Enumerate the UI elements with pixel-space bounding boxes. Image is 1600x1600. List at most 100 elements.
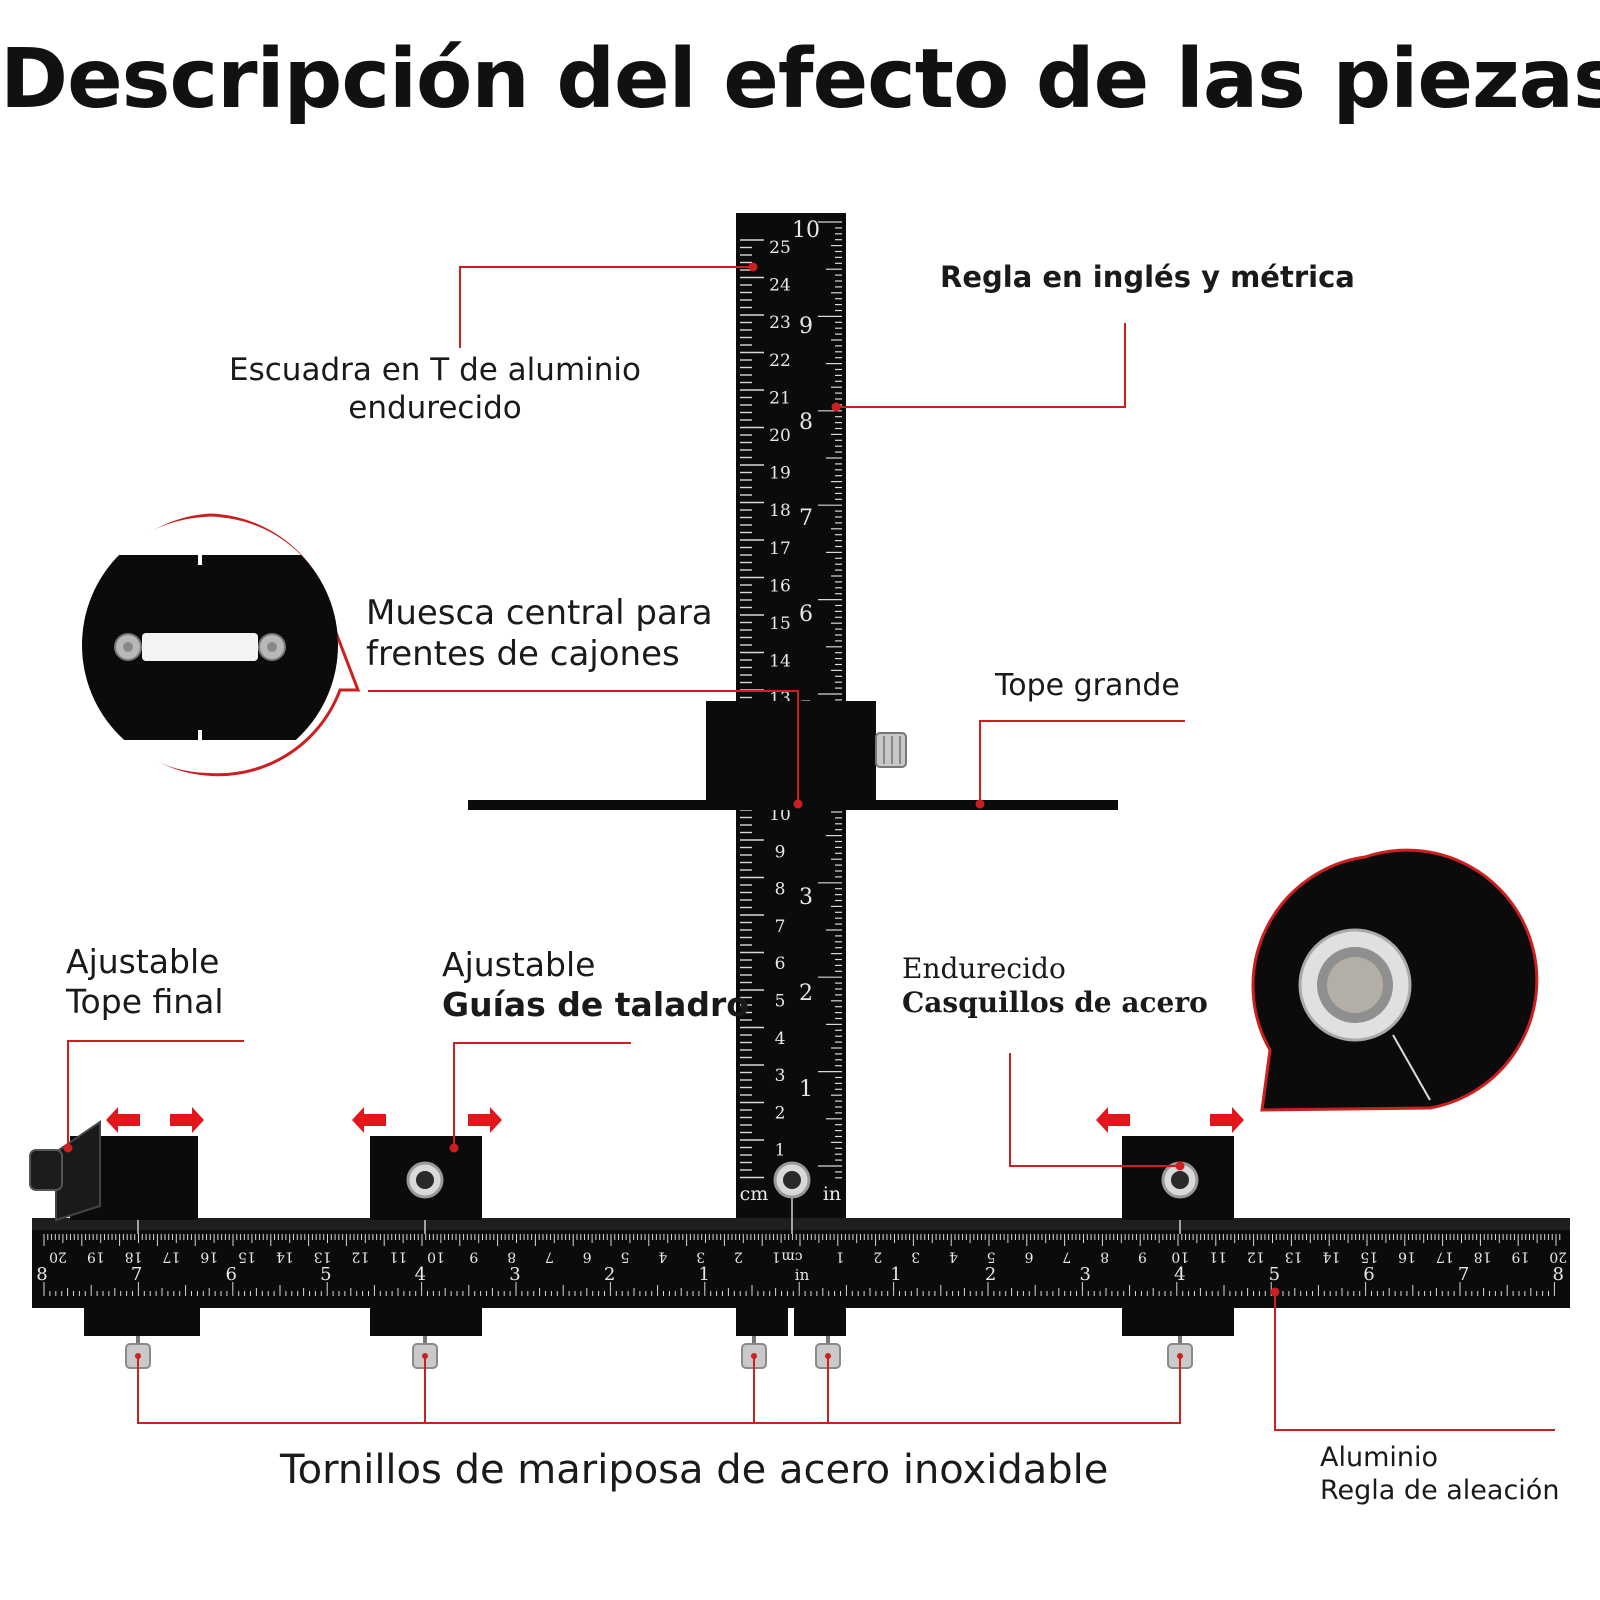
h-inch-label: 1 [890,1264,901,1285]
h-cm-label: 13 [314,1249,332,1265]
h-inch-label: 2 [604,1264,615,1285]
h-inch-label: 8 [1552,1264,1563,1285]
h-cm-label: 1 [772,1249,781,1265]
adjust-arrows [106,1107,1244,1133]
v-cm-label: 6 [775,954,786,974]
arrow-right-icon [170,1107,204,1133]
h-inch-label: 4 [415,1264,426,1285]
v-cm-label: 18 [769,501,791,521]
thumb-screw-mark [1177,1353,1183,1359]
h-cm-label: 14 [1322,1249,1340,1265]
v-cm-label: 8 [775,880,786,900]
page-title: Descripción del efecto de las piezas [0,32,1600,127]
h-cm-label: 15 [1360,1249,1378,1265]
h-cm-label: 17 [1436,1249,1454,1265]
h-inch-label: 1 [698,1264,709,1285]
v-cm-label: 1 [775,1141,786,1161]
leader-end-stop [67,1040,244,1148]
horizontal-ruler-top-rail [32,1218,1570,1230]
thumb-screw-shaft [752,1336,756,1346]
v-inch-label: 2 [799,981,813,1006]
cm-unit-label: cm [740,1183,769,1205]
label-alloy-ruler: Aluminio Regla de aleación [1320,1442,1560,1506]
label-end-stop: Ajustable Tope final [66,942,224,1022]
v-inch-label: 10 [792,218,820,243]
thumb-screw-shaft [423,1336,427,1346]
label-thumb-screws: Tornillos de mariposa de acero inoxidabl… [280,1447,1109,1493]
h-cm-label: 19 [87,1249,105,1265]
v-cm-label: 16 [769,576,791,596]
thumb-screws [125,1336,1193,1369]
leader-t-square [459,266,753,348]
h-inch-label: 3 [509,1264,520,1285]
thumb-screw-mark [751,1353,757,1359]
leader-thumb-screws [137,1358,1181,1424]
arrow-left-icon [352,1107,386,1133]
h-cm-label: 2 [734,1249,743,1265]
h-cm-label: 11 [389,1249,407,1265]
h-cm-label: 10 [427,1249,445,1265]
leader-ruler [836,323,1126,408]
h-cm-unit-label: cm [781,1249,802,1265]
h-cm-label: 8 [507,1249,516,1265]
h-cm-label: 4 [658,1249,667,1265]
v-cm-label: 22 [769,351,791,371]
v-cm-label: 3 [775,1066,786,1086]
h-cm-label: 8 [1100,1249,1109,1265]
notch-slot [142,633,258,661]
v-cm-label: 15 [769,614,791,634]
h-cm-label: 9 [1138,1249,1147,1265]
h-inch-label: 2 [985,1264,996,1285]
big-stop-plate [468,800,1118,810]
label-bushings: Endurecido Casquillos de acero [902,952,1208,1020]
h-cm-label: 12 [351,1249,369,1265]
v-inch-label: 1 [799,1077,813,1102]
thumb-screw-mark [135,1353,141,1359]
h-cm-label: 13 [1285,1249,1303,1265]
thumb-screw-shaft [826,1336,830,1346]
label-t-square: Escuadra en T de aluminio endurecido [229,352,641,426]
h-cm-label: 1 [836,1249,845,1265]
h-cm-label: 5 [987,1249,996,1265]
h-cm-label: 12 [1247,1249,1265,1265]
h-cm-label: 16 [1398,1249,1416,1265]
v-inch-label: 9 [799,314,813,339]
v-cm-label: 9 [775,842,786,862]
v-cm-label: 2 [775,1103,786,1123]
leader-big-stop [979,720,1185,804]
thumb-screw-mark [422,1353,428,1359]
label-ruler: Regla en inglés y métrica [940,260,1355,294]
h-cm-label: 4 [949,1249,958,1265]
horizontal-ruler-body [32,1218,1570,1308]
v-cm-label: 5 [775,992,786,1012]
v-inch-label: 8 [799,410,813,435]
h-inch-label: 5 [1269,1264,1280,1285]
h-cm-label: 3 [911,1249,920,1265]
v-inch-label: 7 [799,506,813,531]
v-cm-label: 19 [769,464,791,484]
leader-drill-guides [453,1042,631,1148]
v-cm-label: 14 [769,652,791,672]
v-cm-label: 21 [769,388,791,408]
h-cm-label: 6 [1024,1249,1033,1265]
h-inch-label: 6 [1363,1264,1374,1285]
h-inch-label: 7 [131,1264,142,1285]
h-cm-label: 20 [49,1249,67,1265]
horizontal-ruler-cm-ticks [43,1234,1561,1246]
v-cm-label: 23 [769,313,791,333]
big-stop-block [706,701,876,801]
label-notch: Muesca central para frentes de cajones [366,593,713,675]
h-inch-label: 3 [1079,1264,1090,1285]
v-inch-label: 6 [799,602,813,627]
h-cm-label: 20 [1549,1249,1567,1265]
label-big-stop: Tope grande [995,668,1180,703]
v-cm-label: 25 [769,238,791,258]
h-inch-label: 5 [320,1264,331,1285]
thumb-screw-mark [825,1353,831,1359]
v-cm-label: 4 [775,1029,786,1049]
h-cm-label: 7 [545,1249,554,1265]
h-inch-label: 4 [1174,1264,1185,1285]
h-cm-label: 18 [125,1249,143,1265]
